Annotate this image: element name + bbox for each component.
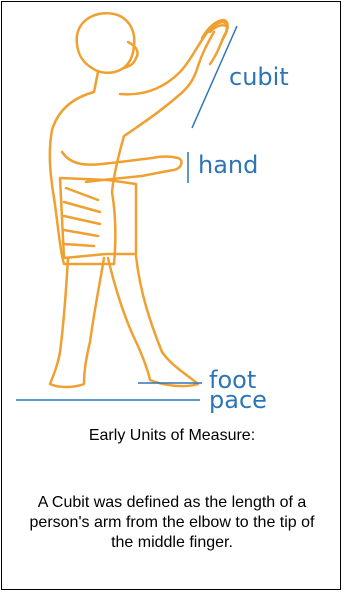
caption: A Cubit was defined as the length of a p… [26, 493, 318, 553]
pace-label: pace [209, 386, 267, 414]
lower-arm [62, 152, 181, 182]
kilt-pleats [64, 188, 100, 246]
torso-outline [50, 32, 214, 264]
head-outline [77, 13, 135, 73]
cubit-label: cubit [229, 63, 289, 91]
subtitle: Early Units of Measure: [2, 427, 342, 445]
back-leg [50, 258, 104, 387]
egyptian-man-figure: cubit hand foot pace [2, 2, 342, 422]
hand-label: hand [198, 151, 258, 179]
front-leg [108, 256, 198, 386]
